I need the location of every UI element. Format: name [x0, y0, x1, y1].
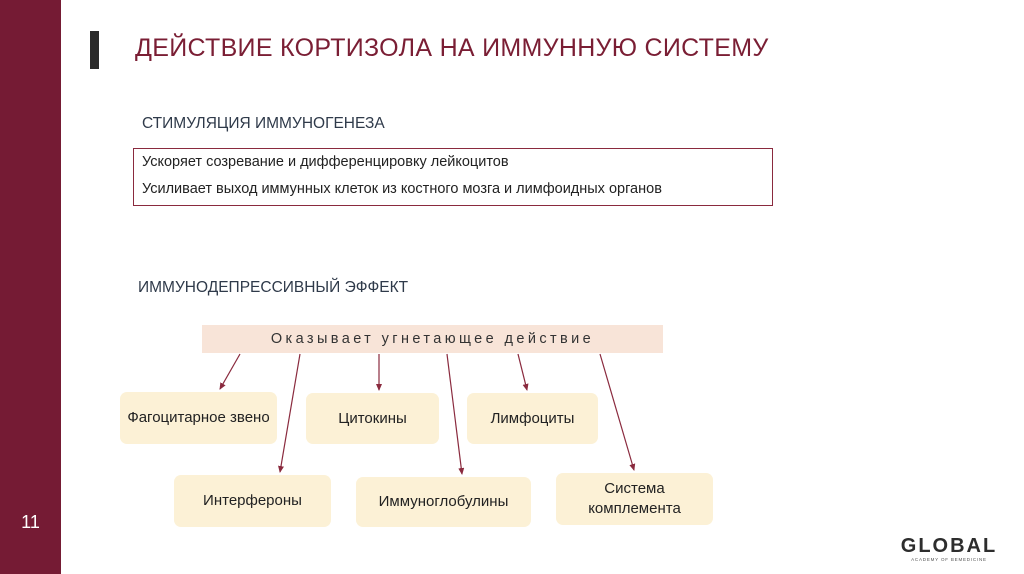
slide-number: 11 [21, 512, 40, 532]
target-box-immunoglobulins: Иммуноглобулины [356, 477, 531, 527]
slide-title: ДЕЙСТВИЕ КОРТИЗОЛА НА ИММУННУЮ СИСТЕМУ [135, 34, 769, 62]
sidebar [0, 0, 61, 574]
arrow-phagocytic [219, 353, 241, 390]
global-logo: GLOBAL ACADEMY OF BEMEDICINE [900, 535, 998, 563]
target-box-cytokines: Цитокины [306, 393, 439, 444]
arrow-lymphocytes [517, 353, 529, 391]
logo-tagline: ACADEMY OF BEMEDICINE [911, 557, 987, 562]
effect-banner: Оказывает угнетающее действие [202, 325, 663, 353]
target-box-complement: Система комплемента [556, 473, 713, 525]
stimulation-box: Ускоряет созревание и дифференцировку ле… [133, 148, 773, 206]
immunodepressive-heading: ИММУНОДЕПРЕССИВНЫЙ ЭФФЕКТ [138, 279, 409, 296]
arrow-interferons [278, 353, 301, 473]
stimulation-item: Ускоряет созревание и дифференцировку ле… [142, 154, 509, 170]
arrow-complement [599, 353, 636, 471]
target-box-interferons: Интерфероны [174, 475, 331, 527]
stimulation-item: Усиливает выход иммунных клеток из костн… [142, 181, 662, 197]
target-box-lymphocytes: Лимфоциты [467, 393, 598, 444]
arrow-immunoglobulins [446, 353, 465, 475]
title-accent-bar [90, 31, 99, 69]
target-box-phagocytic: Фагоцитарное звено [120, 392, 277, 444]
logo-name: GLOBAL [900, 535, 998, 557]
stimulation-heading: СТИМУЛЯЦИЯ ИММУНОГЕНЕЗА [142, 115, 385, 132]
